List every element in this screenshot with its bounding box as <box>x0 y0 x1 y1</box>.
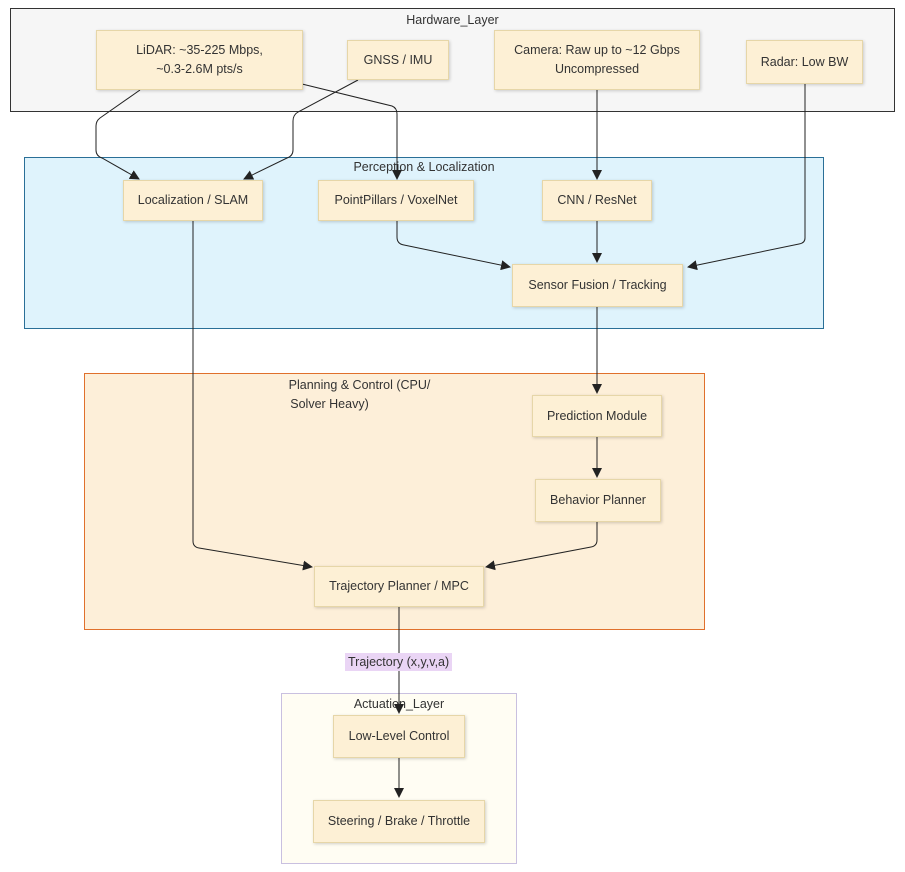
steering-brake-throttle-label: Steering / Brake / Throttle <box>327 814 471 828</box>
steering-brake-throttle-node[interactable]: Steering / Brake / Throttle <box>313 800 485 843</box>
pointpillars-voxelnet-node[interactable]: PointPillars / VoxelNet <box>318 180 474 221</box>
behavior-planner-node[interactable]: Behavior Planner <box>535 479 661 522</box>
perception-localization-title: Perception & Localization <box>353 160 495 174</box>
low-level-control-node[interactable]: Low-Level Control <box>333 715 465 758</box>
localization-slam-label: Localization / SLAM <box>137 193 249 207</box>
edge-lidar-to-localization <box>95 89 141 180</box>
cnn-resnet-node[interactable]: CNN / ResNet <box>542 180 652 221</box>
prediction-module-node[interactable]: Prediction Module <box>532 395 662 437</box>
trajectory-planner-mpc-label: Trajectory Planner / MPC <box>329 579 469 593</box>
trajectory-planner-mpc-node[interactable]: Trajectory Planner / MPC <box>314 566 484 607</box>
sensor-fusion-tracking-node[interactable]: Sensor Fusion / Tracking <box>512 264 683 307</box>
edge-lidar-to-pointpillars <box>301 83 402 180</box>
edge-gnss-to-localization <box>243 79 359 180</box>
low-level-control-label: Low-Level Control <box>348 729 450 743</box>
lidar-node[interactable]: LiDAR: ~35-225 Mbps, ~0.3-2.6M pts/s <box>96 30 303 90</box>
trajectory-edge-label: Trajectory (x,y,v,a) <box>345 653 453 671</box>
planning-title-line2: Solver Heavy) <box>290 397 369 411</box>
lidar-label-line1: LiDAR: ~35-225 Mbps, <box>136 43 263 57</box>
radar-node[interactable]: Radar: Low BW <box>746 40 863 84</box>
behavior-planner-label: Behavior Planner <box>550 493 646 507</box>
prediction-module-label: Prediction Module <box>546 408 648 423</box>
localization-slam-node[interactable]: Localization / SLAM <box>123 180 263 221</box>
edge-radar-to-fusion <box>687 84 806 271</box>
edge-pointpillars-to-fusion <box>396 221 511 271</box>
planning-title-line1: Planning & Control (CPU/ <box>288 378 431 392</box>
planning-control-title: Planning & Control (CPU/ Solver Heavy) <box>15 376 704 414</box>
pointpillars-voxelnet-label: PointPillars / VoxelNet <box>334 193 458 207</box>
gnss-imu-label: GNSS / IMU <box>363 52 433 67</box>
sensor-fusion-tracking-label: Sensor Fusion / Tracking <box>528 278 667 292</box>
camera-label-line1: Camera: Raw up to ~12 Gbps <box>514 43 680 57</box>
hardware-layer-title: Hardware_Layer <box>406 13 499 27</box>
camera-label-line2: Uncompressed <box>554 62 640 76</box>
lidar-label-line2: ~0.3-2.6M pts/s <box>156 62 243 76</box>
camera-node[interactable]: Camera: Raw up to ~12 Gbps Uncompressed <box>494 30 700 90</box>
gnss-imu-node[interactable]: GNSS / IMU <box>347 40 449 80</box>
cnn-resnet-label: CNN / ResNet <box>557 193 637 207</box>
edge-behavior-to-trajectory <box>485 522 598 571</box>
edge-localization-to-trajectory <box>192 221 313 571</box>
radar-label: Radar: Low BW <box>760 54 849 69</box>
